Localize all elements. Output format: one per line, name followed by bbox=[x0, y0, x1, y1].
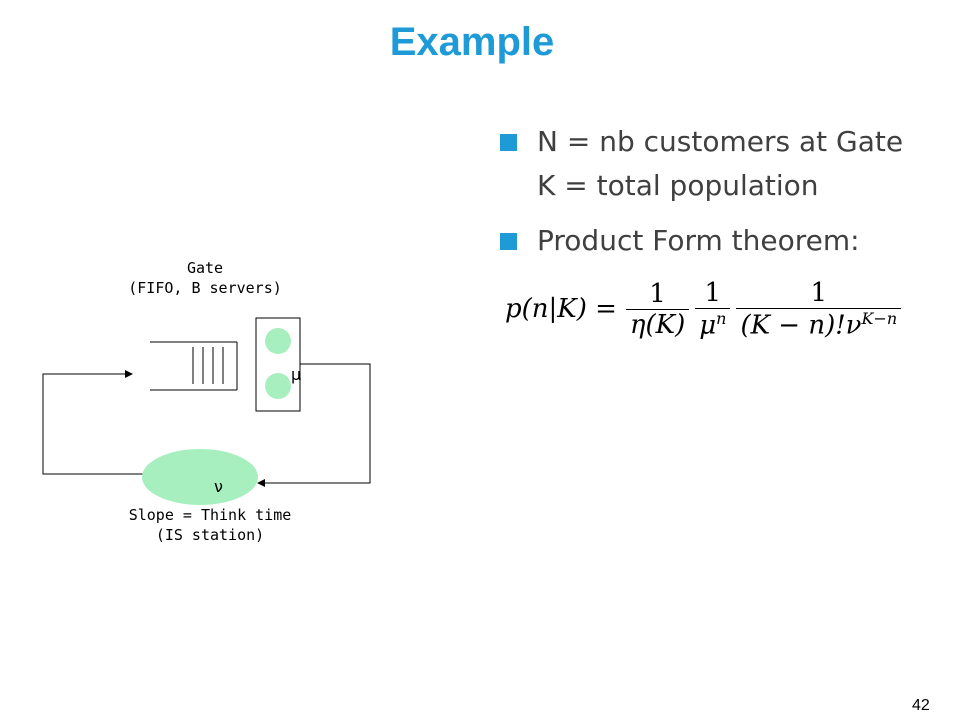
mu-exponent: n bbox=[716, 309, 727, 328]
server-circle bbox=[265, 328, 291, 354]
bullet-marker bbox=[500, 134, 517, 151]
gate-server-box bbox=[255, 317, 301, 412]
fraction-numerator: 1 bbox=[649, 278, 666, 309]
bullet-marker bbox=[500, 233, 517, 250]
gate-discipline-label: (FIFO, B servers) bbox=[128, 279, 282, 297]
think-station-label: Slope = Think time bbox=[129, 506, 292, 524]
fraction-numerator: 1 bbox=[704, 278, 722, 308]
server-circle bbox=[265, 373, 291, 399]
formula-lhs: p(n|K) = bbox=[505, 294, 617, 325]
gate-queue bbox=[150, 341, 238, 391]
fraction-denominator: η(K) bbox=[625, 308, 690, 340]
flow-to-think bbox=[257, 363, 371, 487]
fraction-service: 1 μn bbox=[695, 278, 731, 341]
fraction-think: 1 (K − n)!νK−n bbox=[736, 278, 902, 341]
nu-symbol: ν bbox=[214, 477, 223, 496]
fraction-numerator: 1 bbox=[810, 278, 828, 308]
bullet-line-3: Product Form theorem: bbox=[537, 224, 860, 257]
mu-base: μ bbox=[699, 310, 717, 341]
fraction-normalization: 1 η(K) bbox=[625, 278, 690, 340]
nu-base: (K − n)!ν bbox=[740, 310, 862, 341]
gate-label: Gate bbox=[187, 259, 223, 277]
bullet-line-1: N = nb customers at Gate bbox=[537, 125, 904, 158]
bullet-line-2: K = total population bbox=[537, 169, 819, 202]
page-number: 42 bbox=[912, 697, 930, 714]
slide-title: Example bbox=[389, 20, 555, 64]
think-station bbox=[142, 449, 258, 505]
fraction-denominator: (K − n)!νK−n bbox=[736, 308, 902, 341]
think-station-type-label: (IS station) bbox=[156, 526, 264, 544]
product-form-formula: p(n|K) = 1 η(K) 1 μn 1 (K − n)!νK−n bbox=[505, 278, 904, 341]
nu-exponent: K−n bbox=[861, 309, 898, 328]
flow-to-gate bbox=[42, 370, 143, 475]
mu-symbol: μ bbox=[291, 365, 301, 384]
fraction-denominator: μn bbox=[695, 308, 731, 341]
